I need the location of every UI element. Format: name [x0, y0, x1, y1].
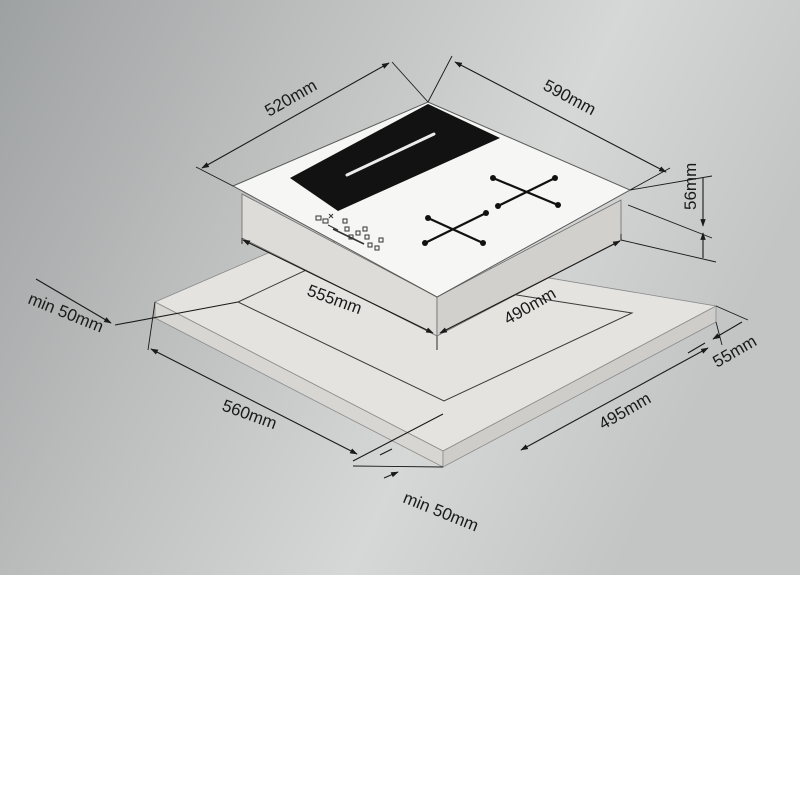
- dimline-offset-front: [352, 413, 444, 462]
- dimline-hob-depth: [454, 61, 667, 173]
- label-hob-height: 56mm: [681, 163, 700, 210]
- installation-diagram: 520mm 590mm 56mm 555mm 490mm min 50mm 56…: [0, 0, 800, 575]
- dimline-cutout-width: [242, 239, 434, 334]
- dimension-lines: [35, 55, 749, 479]
- cross-zone-icon: [490, 175, 561, 209]
- blank-area: [0, 575, 800, 800]
- diagram-svg: 520mm 590mm 56mm 555mm 490mm min 50mm 56…: [0, 0, 800, 575]
- dimline-hob-width: [201, 62, 390, 169]
- dimline-cutout-depth: [439, 240, 621, 334]
- dimline-counter-depth: [520, 347, 709, 451]
- bridge-zone-icon: [290, 104, 500, 211]
- dimline-counter-thickness: [712, 321, 743, 340]
- dimline-counter-width: [150, 348, 358, 455]
- dimline-offset-left: [35, 278, 112, 324]
